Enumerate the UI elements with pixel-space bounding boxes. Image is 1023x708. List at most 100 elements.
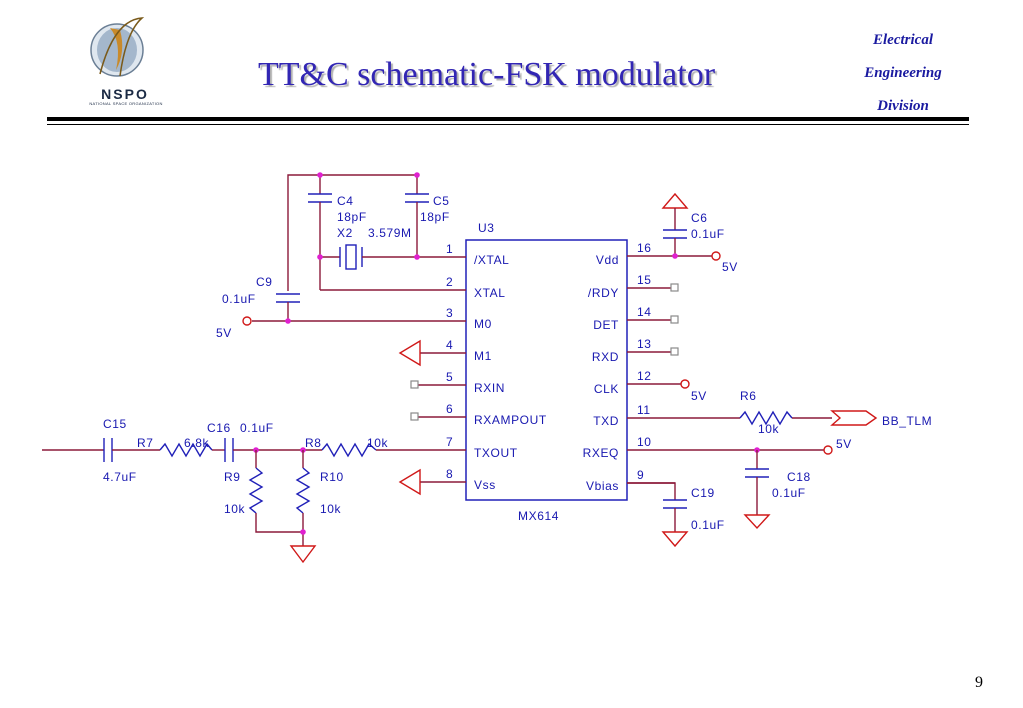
c4-ref: C4 <box>337 194 354 208</box>
r6-value: 10k <box>758 422 780 436</box>
left-pin-7: 7 TXOUT <box>376 435 518 460</box>
pin-number: 7 <box>446 435 453 449</box>
pin-number: 6 <box>446 402 453 416</box>
c16-value: 0.1uF <box>240 421 274 435</box>
pin-name: RXD <box>592 350 619 364</box>
no-connect-pin-13 <box>670 347 679 356</box>
no-connect-pin-5 <box>410 380 419 389</box>
pin-name: /RDY <box>588 286 619 300</box>
r9-ref: R9 <box>224 470 241 484</box>
pin-name: DET <box>593 318 619 332</box>
ic-ref: U3 <box>478 221 495 235</box>
pin-number: 1 <box>446 242 453 256</box>
rxeq-supply-label: 5V <box>836 437 852 451</box>
pin-number: 13 <box>637 337 652 351</box>
pin-number: 3 <box>446 306 453 320</box>
c4-value: 18pF <box>337 210 367 224</box>
c5-ref: C5 <box>433 194 450 208</box>
left-pin-8: 8 Vss <box>420 467 496 492</box>
m0-supply-label: 5V <box>216 326 232 340</box>
r7-value: 6.8k <box>184 436 209 450</box>
logo-subtext: NATIONAL SPACE ORGANIZATION <box>89 101 163 106</box>
pin-number: 16 <box>637 241 652 255</box>
department-line-1: Electrical <box>873 32 933 48</box>
rxeq-network <box>743 445 833 530</box>
c18-value: 0.1uF <box>772 486 806 500</box>
no-connect-pin-6 <box>410 412 419 421</box>
junction-x2-right <box>414 254 420 260</box>
pin-name: RXAMPOUT <box>474 413 547 427</box>
junction-top-c4 <box>317 172 323 178</box>
no-connect-pin-14 <box>670 315 679 324</box>
right-pin-9: 9 Vbias <box>586 468 675 493</box>
c5-value: 18pF <box>420 210 450 224</box>
vdd-supply-label: 5V <box>722 260 738 274</box>
logo-text: NSPO <box>101 86 149 102</box>
right-pin-12: 12 CLK <box>594 369 681 396</box>
c15-value: 4.7uF <box>103 470 137 484</box>
crystal-network <box>276 172 429 324</box>
pin-name: RXEQ <box>583 446 619 460</box>
department-line-3: Division <box>877 98 929 114</box>
x2-value: 3.579M <box>368 226 412 240</box>
pin-number: 14 <box>637 305 652 319</box>
right-pin-13: 13 RXD <box>592 337 672 364</box>
c19-ref: C19 <box>691 486 715 500</box>
c6-value: 0.1uF <box>691 227 725 241</box>
left-pin-5: 5 RXIN <box>418 370 505 395</box>
right-pin-10: 10 RXEQ <box>583 435 824 460</box>
pin-name: TXD <box>593 414 619 428</box>
clk-supply-label: 5V <box>691 389 707 403</box>
pin-name: Vss <box>474 478 496 492</box>
txout-network <box>42 438 377 564</box>
vbias-network <box>627 482 689 548</box>
x2-ref: X2 <box>337 226 353 240</box>
pin-number: 5 <box>446 370 453 384</box>
junction-c9-m0 <box>285 318 291 324</box>
pin-name: CLK <box>594 382 619 396</box>
pin-number: 10 <box>637 435 652 449</box>
department-line-2: Engineering <box>864 65 942 81</box>
r10-ref: R10 <box>320 470 344 484</box>
c15-ref: C15 <box>103 417 127 431</box>
left-pin-4: 4 M1 <box>420 338 492 363</box>
pin-number: 12 <box>637 369 652 383</box>
pin-number: 11 <box>637 403 651 417</box>
pin-number: 4 <box>446 338 453 352</box>
pin-name: TXOUT <box>474 446 518 460</box>
r6-ref: R6 <box>740 389 757 403</box>
right-pin-14: 14 DET <box>593 305 672 332</box>
page-number: 9 <box>975 674 983 691</box>
page-title: TT&C schematic-FSK modulator <box>258 56 716 93</box>
department-label: Electrical Engineering Division <box>838 24 968 123</box>
ic-part: MX614 <box>518 509 559 523</box>
r7-ref: R7 <box>137 436 154 450</box>
m0-supply-terminal <box>242 316 252 326</box>
left-pin-2: 2 XTAL <box>320 275 505 300</box>
right-pin-11: 11 TXD <box>593 403 740 428</box>
pin-name: M0 <box>474 317 492 331</box>
c9-value: 0.1uF <box>222 292 256 306</box>
vdd-network <box>661 192 721 261</box>
ic-body <box>465 239 628 501</box>
pin-name: /XTAL <box>474 253 509 267</box>
right-pin-15: 15 /RDY <box>588 273 672 300</box>
c9-ref: C9 <box>256 275 273 289</box>
pin-number: 2 <box>446 275 453 289</box>
no-connect-pin-15 <box>670 283 679 292</box>
left-pin-1: 1 /XTAL <box>417 242 509 267</box>
m1-ground-symbol <box>398 339 421 367</box>
pin-name: Vdd <box>596 253 619 267</box>
txd-output-network <box>739 410 878 426</box>
pin-name: Vbias <box>586 479 619 493</box>
pin-name: RXIN <box>474 381 505 395</box>
vss-ground-symbol <box>398 468 421 496</box>
r8-value: 10k <box>367 436 389 450</box>
pin-name: M1 <box>474 349 492 363</box>
clk-supply-terminal <box>680 379 690 389</box>
nspo-logo <box>90 17 145 77</box>
pin-number: 9 <box>637 468 644 482</box>
left-pin-6: 6 RXAMPOUT <box>418 402 547 427</box>
bb-tlm-label: BB_TLM <box>882 414 932 428</box>
